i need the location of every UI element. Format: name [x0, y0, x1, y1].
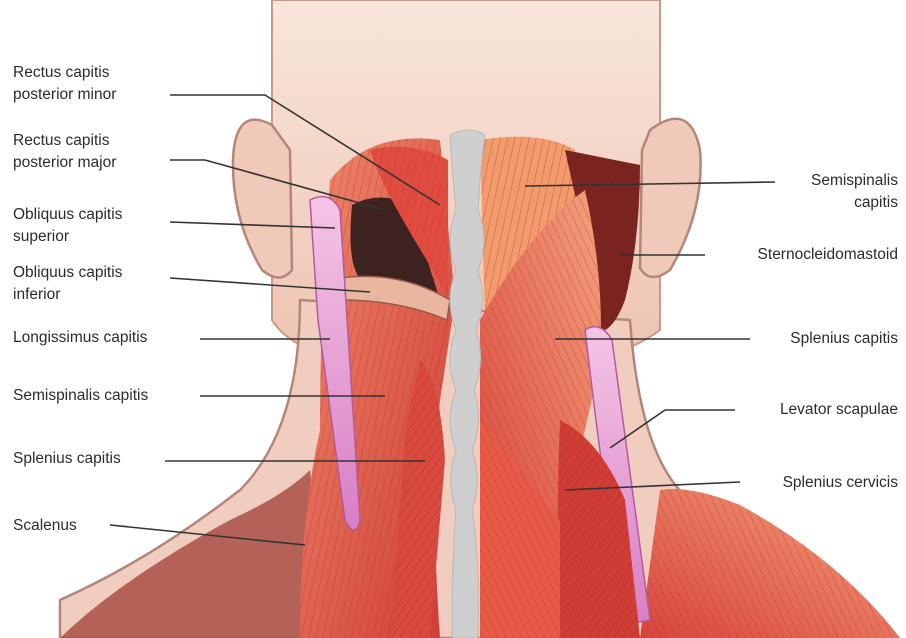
right-ear [640, 119, 701, 277]
label-levator-scapulae: Levator scapulae [780, 399, 898, 421]
label-splenius-cervicis: Splenius cervicis [783, 472, 898, 494]
label-obliquus-capitis-superior: Obliquus capitis superior [13, 204, 122, 248]
label-rectus-capitis-posterior-major: Rectus capitis posterior major [13, 130, 116, 174]
label-obliquus-capitis-inferior: Obliquus capitis inferior [13, 262, 122, 306]
label-semispinalis-capitis-left: Semispinalis capitis [13, 385, 148, 407]
left-ear [233, 120, 292, 278]
label-splenius-capitis-left: Splenius capitis [13, 448, 121, 470]
label-sternocleidomastoid: Sternocleidomastoid [758, 244, 898, 266]
left-trapezius [60, 470, 330, 638]
label-longissimus-capitis: Longissimus capitis [13, 327, 147, 349]
label-semispinalis-capitis-right: Semispinalis capitis [811, 170, 898, 214]
label-scalenus: Scalenus [13, 515, 77, 537]
label-rectus-capitis-posterior-minor: Rectus capitis posterior minor [13, 62, 116, 106]
label-splenius-capitis-right: Splenius capitis [790, 328, 898, 350]
